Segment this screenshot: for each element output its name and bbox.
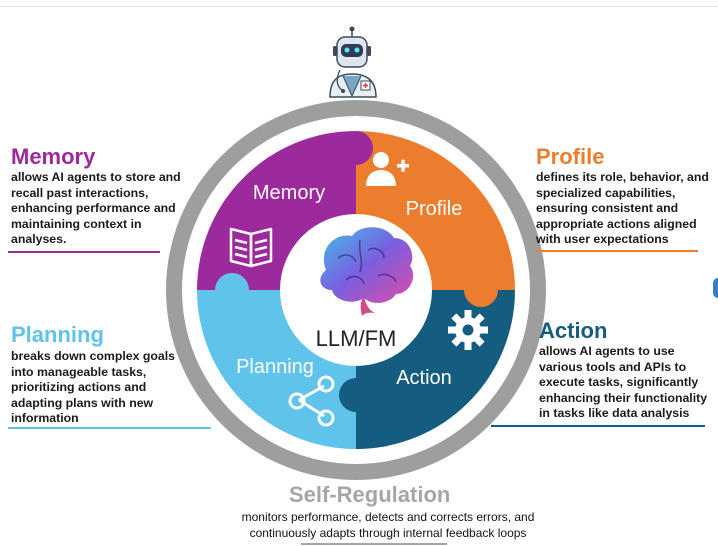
action-description: allows AI agents to use various tools an… bbox=[539, 344, 708, 421]
center-label: LLM/FM bbox=[316, 326, 397, 351]
book-icon bbox=[229, 227, 273, 268]
top-divider bbox=[0, 6, 718, 7]
action-underline bbox=[491, 425, 705, 427]
self-regulation-description: monitors performance, detects and correc… bbox=[241, 510, 535, 540]
profile-description: defines its role, behavior, and speciali… bbox=[536, 170, 709, 247]
self-regulation-underline bbox=[301, 543, 447, 545]
action-knob bbox=[339, 378, 373, 412]
robot-doctor-icon bbox=[329, 26, 377, 98]
profile-knob bbox=[464, 273, 498, 307]
planning-title: Planning bbox=[11, 322, 104, 347]
self-regulation-title: Self-Regulation bbox=[289, 482, 451, 507]
edge-indicator bbox=[713, 278, 718, 298]
profile-underline bbox=[536, 250, 698, 252]
add-user-icon bbox=[366, 152, 409, 186]
memory-description: allows AI agents to store and recall pas… bbox=[11, 170, 181, 247]
memory-underline bbox=[8, 251, 160, 253]
segment-label-profile: Profile bbox=[406, 198, 463, 220]
segment-label-planning: Planning bbox=[236, 356, 314, 378]
segment-label-action: Action bbox=[396, 367, 452, 389]
memory-title: Memory bbox=[11, 144, 96, 169]
memory-knob bbox=[339, 131, 373, 165]
brain-icon bbox=[320, 227, 414, 316]
planning-description: breaks down complex goals into manageabl… bbox=[11, 349, 176, 426]
gear-icon bbox=[448, 310, 488, 350]
action-title: Action bbox=[539, 318, 608, 343]
profile-title: Profile bbox=[536, 144, 605, 169]
planning-knob bbox=[215, 273, 249, 307]
share-icon bbox=[288, 375, 335, 427]
segment-label-memory: Memory bbox=[253, 182, 325, 204]
planning-underline bbox=[8, 427, 211, 429]
